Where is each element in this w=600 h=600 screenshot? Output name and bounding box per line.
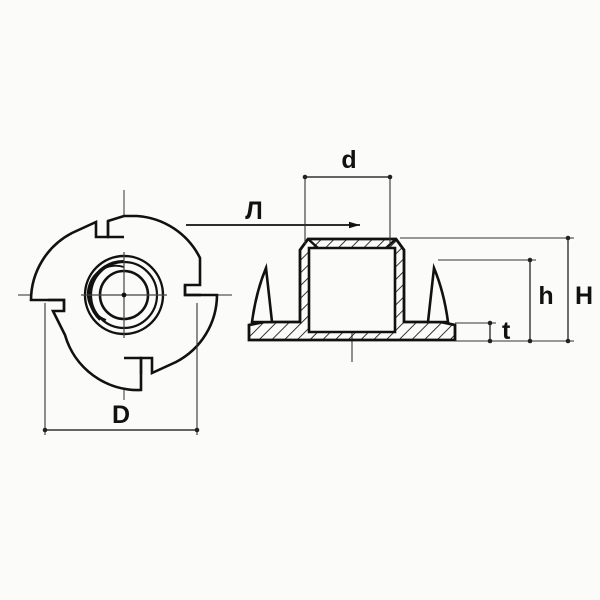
chamfer-left <box>307 238 319 249</box>
dim-d-label: d <box>341 146 356 174</box>
hole-thread-arc-inner <box>86 264 125 321</box>
section-bore-chamfer <box>307 238 397 249</box>
section-prong-left <box>250 267 274 324</box>
prong-notch-bottom <box>124 356 143 374</box>
dim-t-label: t <box>502 317 511 345</box>
plan-view: D <box>18 190 232 435</box>
prong-notch-right <box>183 285 201 297</box>
dimension-h: h <box>438 257 554 344</box>
dim-H-label: H <box>575 282 593 310</box>
prong-notch-top <box>106 221 124 239</box>
chamfer-right <box>385 238 397 249</box>
plan-prong-notches <box>48 221 201 374</box>
section-line-mark: Л <box>186 197 360 229</box>
section-mark-label: Л <box>245 197 263 225</box>
dimension-d: d <box>302 146 393 244</box>
dim-D-label: D <box>112 401 130 429</box>
section-view: Л d <box>186 146 593 362</box>
prong-notch-left <box>48 298 66 311</box>
dimension-D: D <box>42 303 200 435</box>
section-bore-outline <box>307 246 397 334</box>
section-prong-right <box>426 267 450 324</box>
dimension-t: t <box>455 317 511 345</box>
dim-h-label: h <box>538 282 553 310</box>
plan-center-dot <box>121 292 127 298</box>
